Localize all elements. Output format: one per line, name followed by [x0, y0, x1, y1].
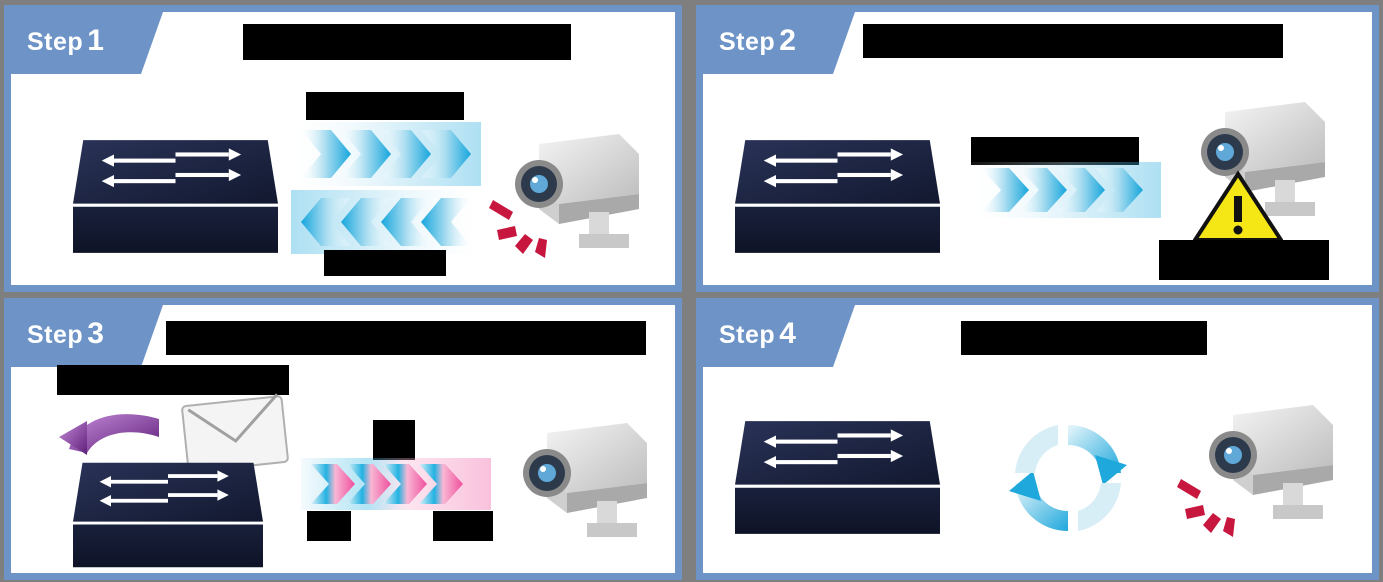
- redacted-heading: [166, 321, 646, 355]
- email-arrow-icon: [59, 397, 169, 457]
- redacted-label: [306, 92, 464, 120]
- step-number: 3: [87, 317, 104, 350]
- redacted-label: [1159, 240, 1329, 280]
- step-label: Step: [27, 28, 83, 56]
- data-flow-chevrons-icon: [291, 190, 481, 254]
- step-number: 1: [87, 24, 104, 57]
- network-switch-icon: [735, 415, 940, 540]
- step-label: Step: [27, 321, 83, 349]
- step-number: 2: [779, 24, 796, 57]
- redacted-label: [307, 511, 351, 541]
- data-flow-chevrons-icon: [971, 162, 1161, 218]
- ip-camera-icon: [507, 423, 647, 543]
- redacted-heading: [243, 24, 571, 60]
- redacted-label: [373, 420, 415, 460]
- redacted-label: [971, 137, 1139, 165]
- alarm-rays-icon: [1177, 471, 1237, 541]
- redacted-heading: [961, 321, 1207, 355]
- network-switch-icon: [73, 139, 278, 254]
- network-switch-icon: [73, 450, 263, 580]
- redacted-label: [324, 250, 446, 276]
- step-label: Step: [719, 321, 775, 349]
- alarm-rays-icon: [489, 192, 549, 262]
- reboot-cycle-icon: [1003, 413, 1133, 543]
- warning-triangle-icon: [1193, 170, 1283, 242]
- redacted-label: [433, 511, 493, 541]
- redacted-label: [57, 365, 289, 395]
- step-label: Step: [719, 28, 775, 56]
- redacted-heading: [863, 24, 1283, 58]
- data-flow-chevrons-icon: [301, 458, 491, 510]
- network-switch-icon: [735, 139, 940, 254]
- step-number: 4: [779, 317, 796, 350]
- data-flow-chevrons-icon: [291, 122, 481, 186]
